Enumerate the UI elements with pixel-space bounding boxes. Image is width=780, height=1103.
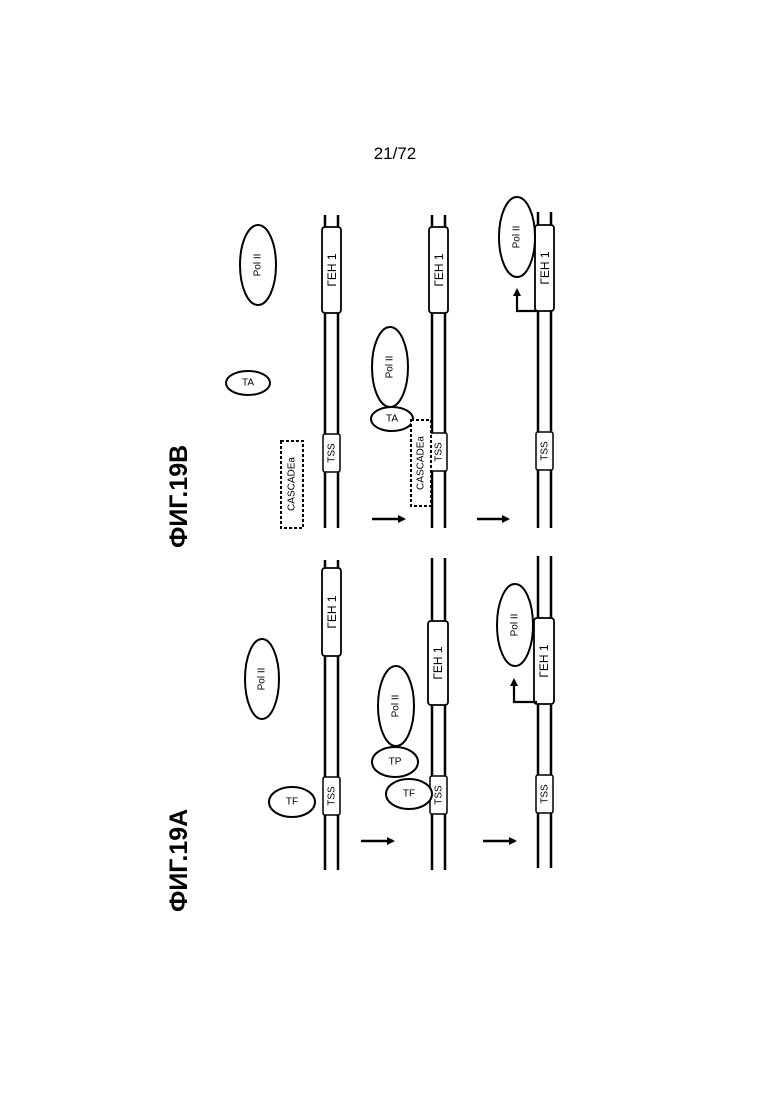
figure-19a: ФИГ.19А ГЕН 1 TSS Pol II TF ГЕН 1 TSS Po… [165, 556, 554, 912]
tf-label: TF [286, 797, 298, 808]
tss-label: TSS [434, 785, 445, 805]
tf-label: TF [403, 789, 415, 800]
cascade-label: CASCADEa [287, 457, 298, 511]
transcription-arrow [517, 290, 537, 311]
tss-label: TSS [540, 784, 551, 804]
tss-label: TSS [434, 442, 445, 462]
fig-a-strand-2: ГЕН 1 TSS Pol II TP TF [372, 558, 448, 870]
gene-label: ГЕН 1 [432, 253, 446, 287]
gene-label: ГЕН 1 [538, 251, 552, 285]
pol-ii-label: Pol II [257, 668, 268, 691]
tss-label: TSS [540, 441, 551, 461]
fig-b-strand-1: ГЕН 1 TSS Pol II TA CASCADEa [226, 215, 341, 528]
gene-label: ГЕН 1 [537, 644, 551, 678]
ta-label: TA [386, 414, 398, 425]
figure-19b: ФИГ.19В ГЕН 1 TSS Pol II TA CASCADEa ГЕН… [165, 197, 554, 548]
tss-label: TSS [327, 443, 338, 463]
fig-b-strand-3: ГЕН 1 TSS Pol II [499, 197, 554, 528]
gene-label: ГЕН 1 [325, 595, 339, 629]
cascade-label: CASCADEa [416, 436, 427, 490]
pol-ii-label: Pol II [510, 614, 521, 637]
figure-19a-label: ФИГ.19А [165, 809, 193, 912]
pol-ii-label: Pol II [512, 226, 523, 249]
tss-label: TSS [327, 786, 338, 806]
fig-a-strand-1: ГЕН 1 TSS Pol II TF [245, 560, 341, 870]
figure-19b-label: ФИГ.19В [165, 445, 193, 548]
pol-ii-label: Pol II [253, 254, 264, 277]
fig-b-strand-2: ГЕН 1 TSS Pol II TA CASCADEa [371, 215, 448, 528]
tp-label: TP [389, 757, 402, 768]
gene-label: ГЕН 1 [325, 253, 339, 287]
fig-a-strand-3: ГЕН 1 TSS Pol II [497, 556, 554, 868]
ta-label: TA [242, 378, 254, 389]
pol-ii-label: Pol II [385, 356, 396, 379]
pol-ii-label: Pol II [391, 695, 402, 718]
gene-label: ГЕН 1 [431, 646, 445, 680]
